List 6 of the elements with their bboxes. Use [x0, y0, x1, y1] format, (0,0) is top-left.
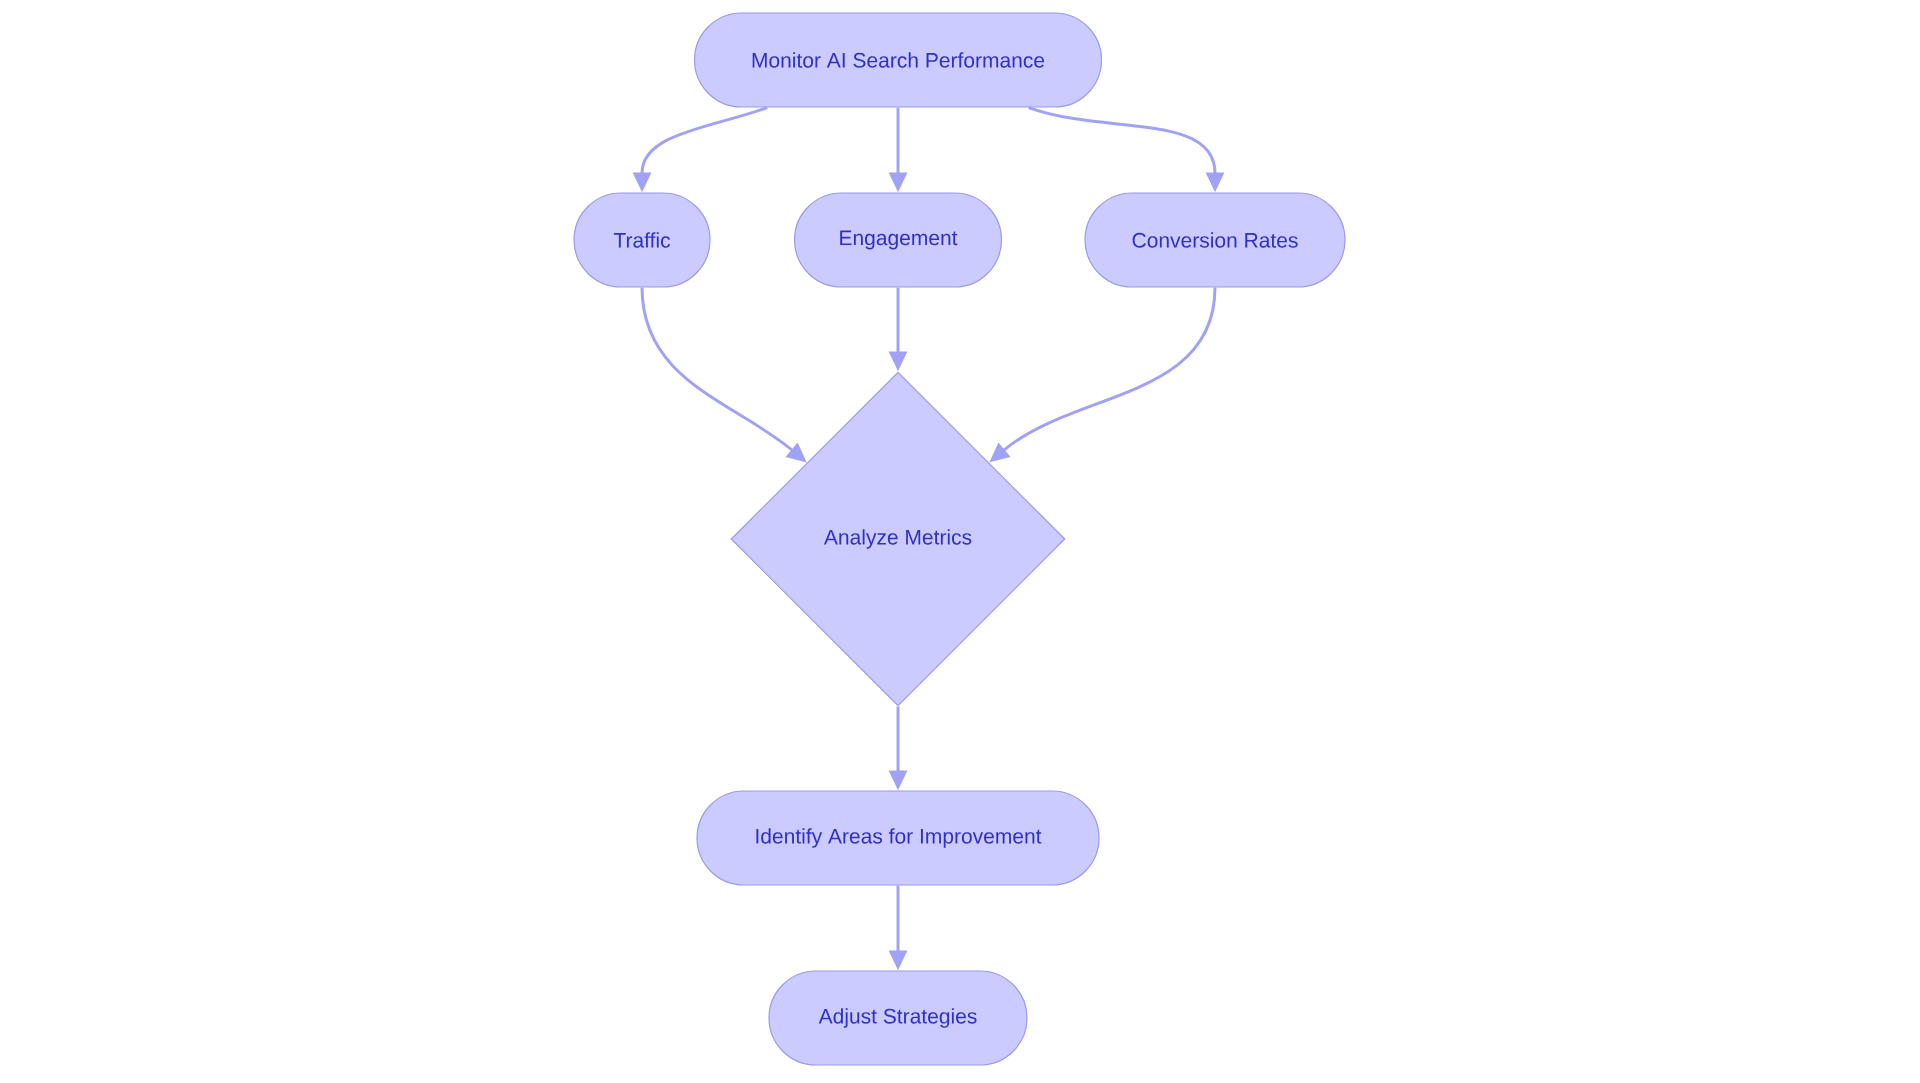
- process-box: Conversion Rates: [1084, 192, 1346, 288]
- process-box: Traffic: [573, 192, 711, 288]
- process-box: Adjust Strategies: [768, 970, 1028, 1066]
- process-box: Monitor AI Search Performance: [693, 12, 1103, 108]
- process-box: Identify Areas for Improvement: [696, 790, 1100, 886]
- process-box: Engagement: [793, 192, 1003, 288]
